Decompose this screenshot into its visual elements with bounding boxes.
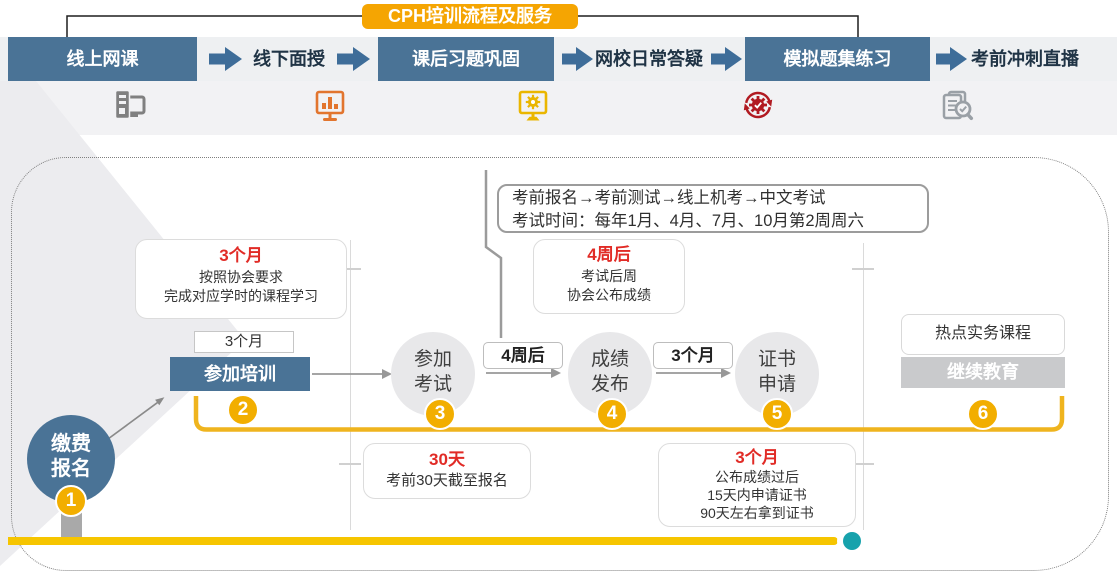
header-step-live-sprint: 考前冲刺直播 — [971, 49, 1079, 69]
step2-note-line1: 按照协会要求 — [199, 269, 283, 285]
separator-left-tick-bottom — [339, 463, 361, 465]
step2-duration-tag: 3个月 — [194, 331, 294, 353]
step4-note-line1: 考试后周 — [581, 268, 637, 284]
exam-info-line1: 考前报名→考前测试→线上机考→中文考试 — [512, 189, 826, 207]
title-banner: CPH培训流程及服务 — [362, 4, 578, 29]
bottom-note-left: 30天 考前30天截至报名 — [363, 443, 531, 499]
step2-note-title: 3个月 — [219, 246, 263, 265]
line-end-dot — [837, 526, 867, 556]
separator-right-tick-top — [852, 268, 874, 270]
gap45-box: 3个月 — [653, 342, 733, 369]
header-step-online-course: 线上网课 — [8, 37, 197, 81]
separator-right-tick-bottom — [852, 463, 874, 465]
header-step-mock-exercises: 模拟题集练习 — [745, 37, 930, 81]
flow-container — [11, 157, 1109, 571]
step4-note-line2: 协会公布成绩 — [567, 287, 651, 303]
banner-connector-left — [66, 15, 362, 37]
exam-info-box: 考前报名→考前测试→线上机考→中文考试 考试时间：每年1月、4月、7月、10月第… — [497, 184, 929, 233]
gear-monitor-icon — [518, 90, 548, 121]
computer-icon — [114, 89, 146, 120]
separator-left — [350, 240, 351, 530]
step6-note-box: 热点实务课程 — [901, 314, 1065, 355]
step2-note-line2: 完成对应学时的课程学习 — [164, 288, 318, 304]
bottom-yellow-line — [8, 537, 838, 545]
presentation-chart-icon — [315, 90, 345, 121]
exam-info-line2: 考试时间：每年1月、4月、7月、10月第2周周六 — [512, 212, 865, 230]
sync-gear-icon — [743, 91, 773, 119]
step6-number: 6 — [967, 398, 999, 430]
step2-note: 3个月 按照协会要求 完成对应学时的课程学习 — [135, 239, 347, 319]
step2-train-box: 参加培训 — [170, 357, 310, 391]
step4-note-title: 4周后 — [587, 245, 631, 264]
separator-right — [863, 243, 864, 530]
step1-number: 1 — [55, 485, 87, 517]
gap34-box: 4周后 — [483, 342, 563, 369]
header-step-daily-qa: 网校日常答疑 — [595, 49, 703, 69]
page-title: CPH培训流程及服务 — [387, 6, 552, 26]
step6-edu-box: 继续教育 — [901, 357, 1065, 388]
bottom-note-right: 3个月 公布成绩过后 15天内申请证书 90天左右拿到证书 — [658, 443, 856, 527]
header-step-offline-teaching: 线下面授 — [253, 49, 325, 69]
icon-strip-background — [0, 81, 1117, 135]
step3-number: 3 — [424, 398, 456, 430]
line-end-dot-inner — [843, 532, 861, 550]
step4-note: 4周后 考试后周 协会公布成绩 — [533, 239, 685, 314]
step2-number: 2 — [227, 394, 259, 426]
separator-left-tick-top — [339, 268, 361, 270]
step5-number: 5 — [761, 398, 793, 430]
document-search-icon — [942, 90, 974, 121]
header-step-homework: 课后习题巩固 — [378, 37, 554, 81]
banner-connector-right — [578, 15, 859, 37]
step4-number: 4 — [596, 398, 628, 430]
